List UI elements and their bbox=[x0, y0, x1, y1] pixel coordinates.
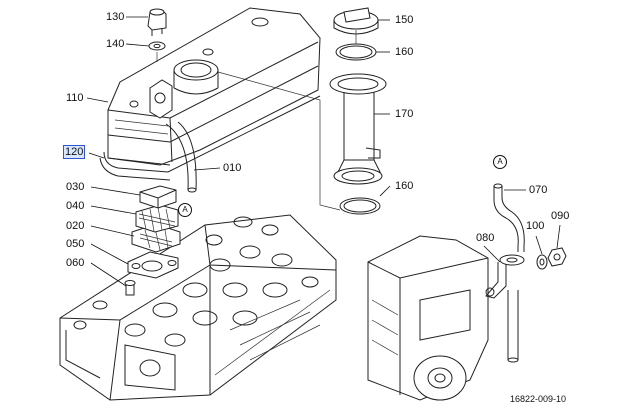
callout-120[interactable]: 120 bbox=[62, 145, 86, 159]
callout-080[interactable]: 080 bbox=[476, 232, 495, 244]
callout-140[interactable]: 140 bbox=[106, 38, 125, 50]
callout-110[interactable]: 110 bbox=[66, 92, 84, 104]
breather-assembly-drawing bbox=[124, 185, 181, 296]
callout-020[interactable]: 020 bbox=[66, 220, 85, 232]
head-cover-drawing bbox=[107, 7, 321, 166]
cap-nut-washer-drawing bbox=[147, 8, 167, 62]
callout-170[interactable]: 170 bbox=[395, 108, 414, 120]
callout-070[interactable]: 070 bbox=[529, 184, 548, 196]
callout-160-lower[interactable]: 160 bbox=[395, 180, 414, 192]
callout-040[interactable]: 040 bbox=[66, 200, 85, 212]
engine-block-drawing bbox=[367, 235, 489, 401]
breather-hose-drawing bbox=[165, 121, 197, 193]
callout-010[interactable]: 010 bbox=[223, 162, 242, 174]
cover-gasket-drawing bbox=[99, 95, 321, 181]
callout-150[interactable]: 150 bbox=[395, 14, 414, 26]
leader-lines bbox=[86, 16, 561, 287]
reference-marker-a-right: A bbox=[493, 155, 507, 169]
oil-pipe-drawing bbox=[485, 183, 567, 363]
callout-060[interactable]: 060 bbox=[66, 257, 85, 269]
callout-100[interactable]: 100 bbox=[526, 220, 545, 232]
callout-130[interactable]: 130 bbox=[106, 11, 125, 23]
callout-030[interactable]: 030 bbox=[66, 181, 85, 193]
callout-160-upper[interactable]: 160 bbox=[395, 46, 414, 58]
callout-050[interactable]: 050 bbox=[66, 238, 85, 250]
reference-marker-a-left: A bbox=[178, 203, 192, 217]
callout-090[interactable]: 090 bbox=[551, 210, 570, 222]
oil-filler-drawing bbox=[217, 7, 387, 215]
cylinder-head-drawing bbox=[59, 214, 337, 401]
drawing-number: 16822-009-10 bbox=[510, 394, 567, 404]
